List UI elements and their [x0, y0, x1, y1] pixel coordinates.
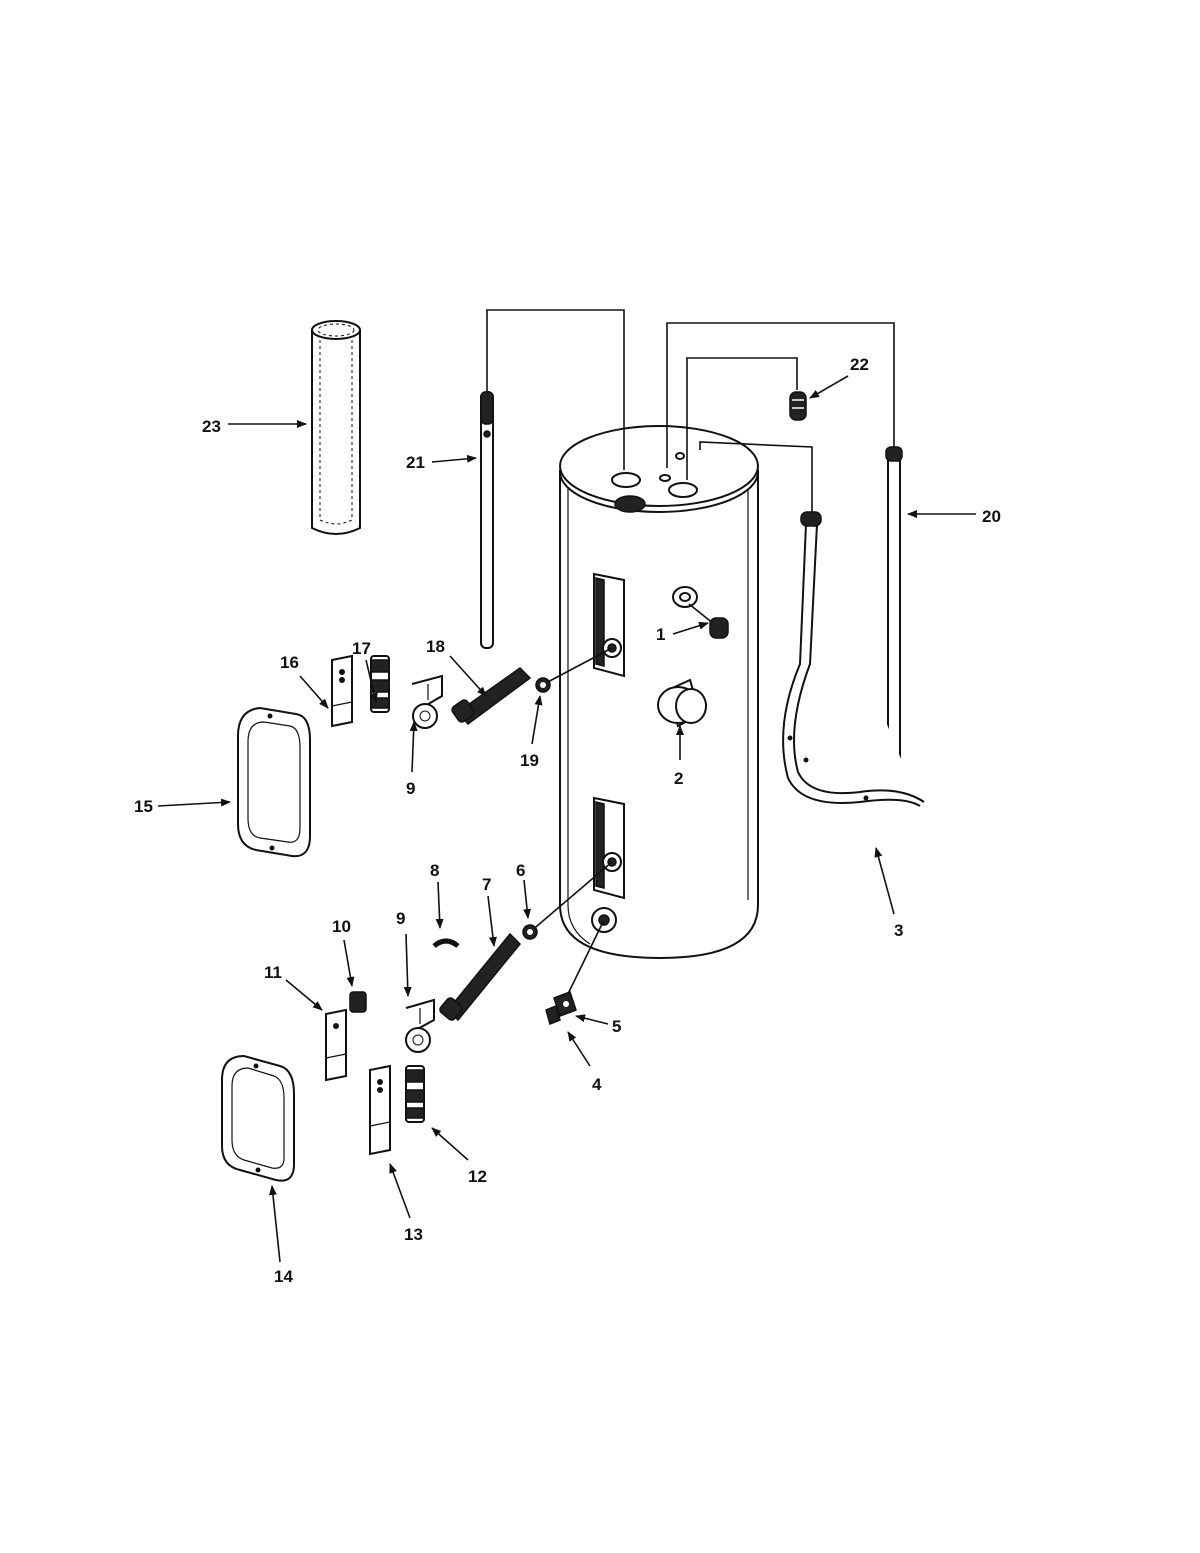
drain-valve-part [545, 991, 577, 1026]
water-heater-tank [559, 425, 759, 960]
anode-rod-part [480, 391, 494, 649]
element-clip-part [432, 938, 460, 949]
callout-17: 17 [352, 639, 371, 658]
gasket-upper-part [535, 677, 551, 693]
callout-12: 12 [468, 1167, 487, 1186]
callout-2: 2 [674, 769, 683, 788]
heating-element-lower-part [439, 932, 522, 1022]
callout-23: 23 [202, 417, 221, 436]
limit-switch-part [349, 991, 367, 1013]
hose-part [782, 511, 925, 807]
drain-line [565, 919, 605, 999]
gasket-lower-part [522, 924, 538, 940]
fitting-part [657, 678, 707, 728]
connection-line-3 [699, 441, 813, 512]
callout-7: 7 [482, 875, 491, 894]
element-line-lower [529, 861, 613, 933]
connection-line-22 [686, 357, 798, 480]
access-cover-lower-part [221, 1054, 295, 1182]
callout-3: 3 [894, 921, 903, 940]
connection-line-21 [486, 309, 625, 470]
thermostat-cover-lower-part [325, 1008, 347, 1082]
insulation-pad-part [369, 1064, 391, 1156]
callout-21: 21 [406, 453, 425, 472]
callout-19: 19 [520, 751, 539, 770]
connection-line-20 [666, 322, 895, 468]
callout-11: 11 [264, 963, 282, 982]
callout-14: 14 [274, 1267, 293, 1286]
callout-4: 4 [592, 1075, 602, 1094]
callout-18: 18 [426, 637, 445, 656]
callout-9-lower: 9 [396, 909, 405, 928]
callout-16: 16 [280, 653, 299, 672]
callout-13: 13 [404, 1225, 423, 1244]
thermostat-upper-part [370, 655, 390, 713]
callout-1: 1 [656, 625, 665, 644]
thermostat-cover-upper-part [331, 654, 353, 728]
insulation-tube-part [311, 320, 361, 535]
leader-arrows [157, 375, 976, 1263]
dip-tube-part [885, 446, 903, 771]
callout-22: 22 [850, 355, 869, 374]
callout-6: 6 [516, 861, 525, 880]
bracket-lower-part [405, 998, 435, 1053]
callout-5: 5 [612, 1017, 621, 1036]
thermostat-lower-part [405, 1065, 425, 1123]
heating-element-upper-part [451, 667, 532, 726]
callout-labels: 1 2 3 4 5 6 7 8 9 9 10 11 12 13 14 15 16… [134, 355, 1001, 1286]
callout-10: 10 [332, 917, 351, 936]
callout-15: 15 [134, 797, 153, 816]
access-cover-upper-part [237, 706, 311, 858]
nipple-part [789, 391, 807, 421]
callout-20: 20 [982, 507, 1001, 526]
bracket-upper-part [411, 674, 443, 729]
callout-8: 8 [430, 861, 439, 880]
element-line-upper [543, 647, 613, 685]
relief-valve-part [688, 603, 729, 639]
callout-9-upper: 9 [406, 779, 415, 798]
